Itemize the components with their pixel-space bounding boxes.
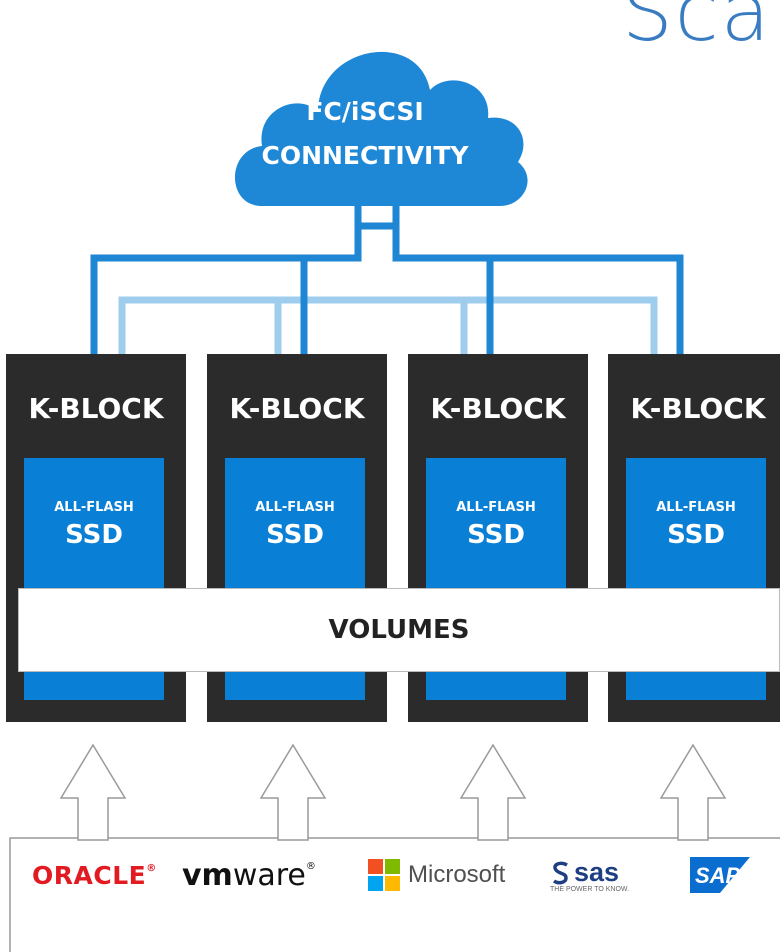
vmware-registered-mark: ® xyxy=(305,861,316,872)
ssd-type: ALL-FLASH xyxy=(456,500,536,515)
oracle-wordmark: ORACLE xyxy=(32,860,147,890)
k-block-label: K-BLOCK xyxy=(229,392,365,425)
sas-tagline: THE POWER TO KNOW. xyxy=(550,886,630,893)
cloud-line-2: CONNECTIVITY xyxy=(261,141,469,170)
microsoft-windows-icon xyxy=(368,859,400,891)
sap-logo: SAP xyxy=(690,845,750,905)
volumes-label: VOLUMES xyxy=(328,615,470,645)
cloud-label: FC/iSCSI CONNECTIVITY xyxy=(255,90,475,178)
k-block-label: K-BLOCK xyxy=(430,392,566,425)
sas-wordmark: sas xyxy=(574,857,620,887)
dark-wires xyxy=(90,205,684,356)
microsoft-logo: Microsoft xyxy=(368,845,505,905)
ssd-type: ALL-FLASH xyxy=(255,500,335,515)
vmware-vm: vm xyxy=(182,857,233,893)
oracle-logo: ORACLE® xyxy=(32,845,157,905)
cloud-shape xyxy=(235,51,528,206)
oracle-registered-mark: ® xyxy=(146,863,157,874)
sas-swirl-icon xyxy=(552,861,568,884)
light-wires xyxy=(118,296,658,356)
cloud-line-1: FC/iSCSI xyxy=(306,97,424,126)
vmware-ware: ware xyxy=(232,857,306,893)
ssd-label: SSD xyxy=(467,520,525,550)
ssd-type: ALL-FLASH xyxy=(54,500,134,515)
volumes-bar: VOLUMES xyxy=(18,588,780,672)
ssd-type: ALL-FLASH xyxy=(656,500,736,515)
sap-wordmark: SAP xyxy=(695,863,741,888)
k-block-label: K-BLOCK xyxy=(28,392,164,425)
page-title: Sca xyxy=(622,0,772,59)
microsoft-wordmark: Microsoft xyxy=(408,861,506,888)
ssd-label: SSD xyxy=(266,520,324,550)
sap-badge-icon: SAP xyxy=(690,857,750,893)
sas-logo: sas THE POWER TO KNOW. xyxy=(550,845,629,905)
apps-frame xyxy=(9,837,780,952)
ssd-label: SSD xyxy=(667,520,725,550)
ssd-label: SSD xyxy=(65,520,123,550)
k-block-label: K-BLOCK xyxy=(630,392,766,425)
arrows xyxy=(59,743,727,841)
